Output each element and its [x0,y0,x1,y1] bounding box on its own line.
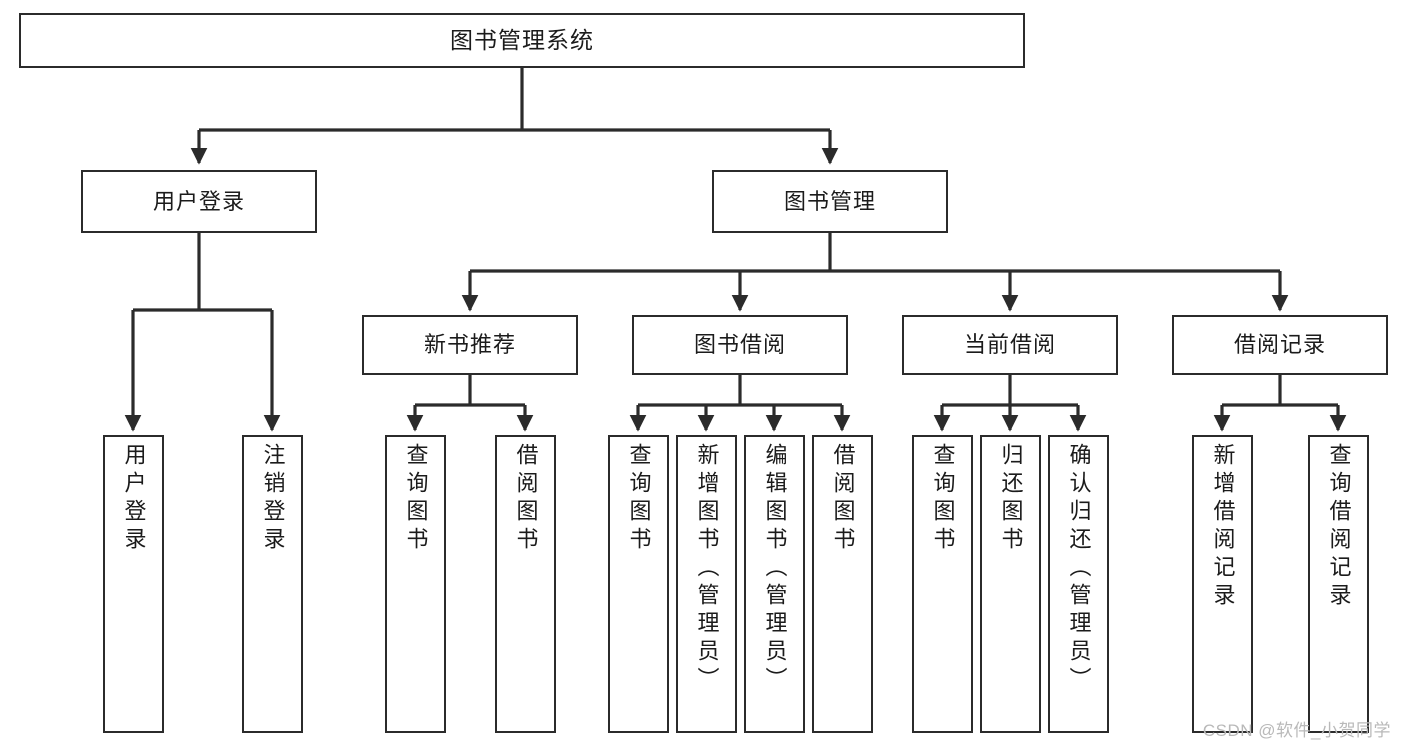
node-new-book-recommendation[interactable]: 新书推荐 [362,315,578,375]
leaf-node-query-book-borrow[interactable]: 查询图书 [608,435,669,733]
node-borrow-record[interactable]: 借阅记录 [1172,315,1388,375]
node-label: 用户登录 [152,188,245,214]
node-label: 图书管理 [783,188,876,214]
leaf-node-query-book-new[interactable]: 查询图书 [385,435,446,733]
node-label: 查询图书 [626,443,652,555]
node-label: 查询借阅记录 [1326,443,1352,611]
node-label: 新书推荐 [423,332,516,358]
node-label: 编辑图书（管理员） [762,443,788,695]
leaf-node-return-book[interactable]: 归还图书 [980,435,1041,733]
node-root-book-management-system[interactable]: 图书管理系统 [19,13,1025,68]
node-label: 注销登录 [260,443,286,555]
node-user-login[interactable]: 用户登录 [81,170,317,233]
node-label: 借阅图书 [513,443,539,555]
node-label: 当前借阅 [963,332,1056,358]
node-label: 确认归还（管理员） [1066,443,1092,695]
leaf-node-edit-book-admin[interactable]: 编辑图书（管理员） [744,435,805,733]
node-label: 图书借阅 [693,332,786,358]
leaf-node-query-book-current[interactable]: 查询图书 [912,435,973,733]
leaf-node-logout-login[interactable]: 注销登录 [242,435,303,733]
leaf-node-confirm-return-admin[interactable]: 确认归还（管理员） [1048,435,1109,733]
node-label: 用户登录 [121,443,147,555]
csdn-watermark: CSDN @软件_小贺同学 [1202,721,1391,740]
node-label: 图书管理系统 [450,27,594,54]
node-current-borrow[interactable]: 当前借阅 [902,315,1118,375]
node-label: 借阅记录 [1233,332,1326,358]
leaf-node-add-book-admin[interactable]: 新增图书（管理员） [676,435,737,733]
node-book-management[interactable]: 图书管理 [712,170,948,233]
node-label: 借阅图书 [830,443,856,555]
leaf-node-borrow-book-new[interactable]: 借阅图书 [495,435,556,733]
node-book-borrow[interactable]: 图书借阅 [632,315,848,375]
node-label: 查询图书 [403,443,429,555]
leaf-node-user-login[interactable]: 用户登录 [103,435,164,733]
leaf-node-query-borrow-record[interactable]: 查询借阅记录 [1308,435,1369,733]
node-label: 归还图书 [998,443,1024,555]
node-label: 新增图书（管理员） [694,443,720,695]
node-label: 查询图书 [930,443,956,555]
node-label: 新增借阅记录 [1210,443,1236,611]
leaf-node-add-borrow-record[interactable]: 新增借阅记录 [1192,435,1253,733]
leaf-node-borrow-book[interactable]: 借阅图书 [812,435,873,733]
